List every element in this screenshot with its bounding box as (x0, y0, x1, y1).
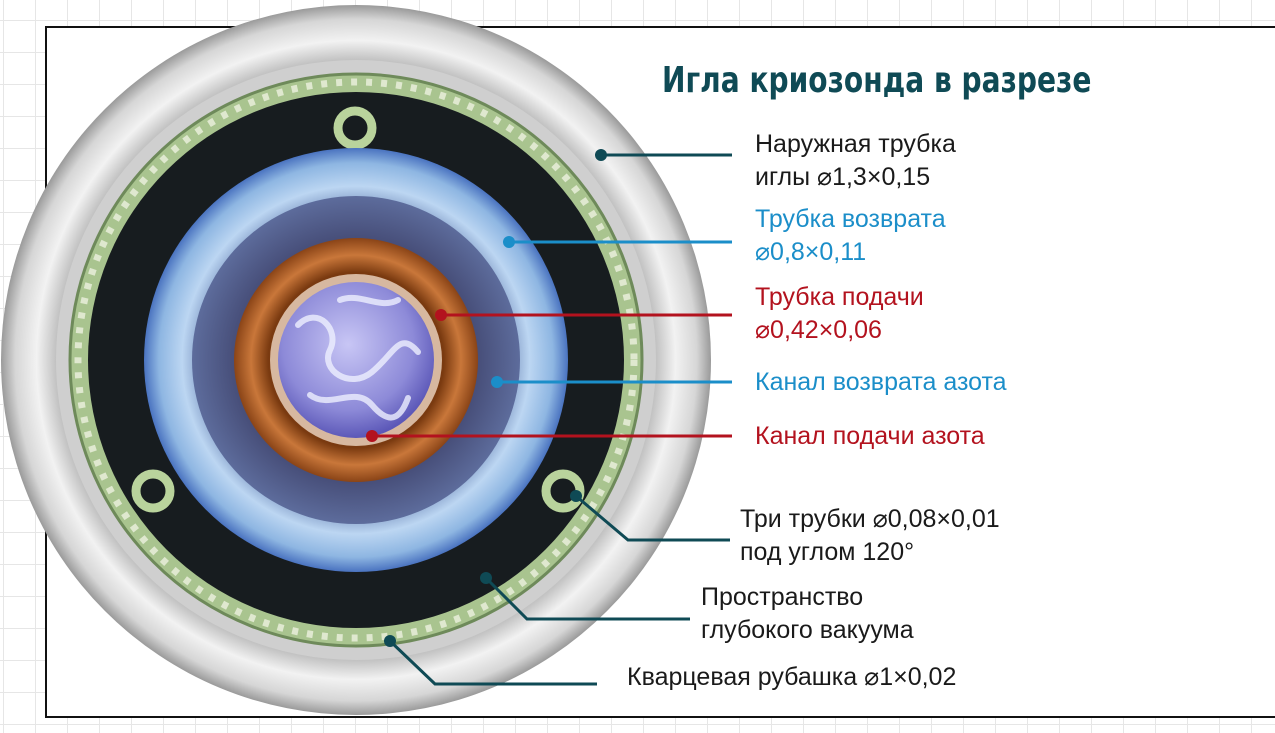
label-three-tubes-line2: под углом 120° (740, 538, 915, 566)
leader-dot-three-tubes (570, 490, 582, 502)
label-outer-tube: Наружная трубка иглы ⌀1,3×0,15 (755, 128, 956, 194)
nitrogen-feed-channel (278, 282, 434, 438)
label-feed-channel: Канал подачи азота (755, 422, 985, 450)
leader-dot-quartz (384, 635, 396, 647)
small-tube-right (541, 469, 585, 513)
leader-three-tubes (575, 494, 730, 542)
small-tube-left (131, 469, 175, 513)
leader-dot-outer-tube (595, 149, 607, 161)
label-outer-tube-line2: иглы ⌀1,3×0,15 (755, 163, 931, 191)
diagram-title: Игла криозонда в разрезе (662, 60, 1092, 101)
small-tube-top (333, 106, 377, 150)
label-feed-tube-line2: ⌀0,42×0,06 (755, 316, 882, 344)
label-return-tube: Трубка возврата ⌀0,8×0,11 (755, 203, 946, 269)
label-vacuum: Пространство глубокого вакуума (701, 581, 914, 647)
leader-dot-return-tube (503, 236, 515, 248)
feed-channel-pattern (295, 294, 421, 421)
label-return-tube-line2: ⌀0,8×0,11 (755, 238, 867, 266)
leader-lines (366, 149, 732, 686)
leader-vacuum (484, 576, 690, 621)
leader-quartz (388, 639, 597, 686)
label-three-tubes-line1: Три трубки ⌀0,08×0,01 (740, 505, 1000, 533)
label-return-channel: Канал возврата азота (755, 368, 1007, 396)
leader-dot-return-channel (491, 376, 503, 388)
label-vacuum-line2: глубокого вакуума (701, 616, 914, 644)
quartz-jacket-texture (74, 78, 638, 642)
leader-dot-feed-tube (435, 309, 447, 321)
small-tubes (131, 106, 585, 513)
label-three-tubes: Три трубки ⌀0,08×0,01 под углом 120° (740, 503, 1000, 569)
label-feed-tube: Трубка подачи ⌀0,42×0,06 (755, 281, 924, 347)
label-vacuum-line1: Пространство (701, 583, 864, 611)
leader-dot-vacuum (480, 572, 492, 584)
label-quartz: Кварцевая рубашка ⌀1×0,02 (627, 663, 957, 691)
label-feed-tube-line1: Трубка подачи (755, 283, 924, 311)
label-return-tube-line1: Трубка возврата (755, 205, 946, 233)
leader-dot-feed-channel (366, 430, 378, 442)
label-outer-tube-line1: Наружная трубка (755, 130, 956, 158)
